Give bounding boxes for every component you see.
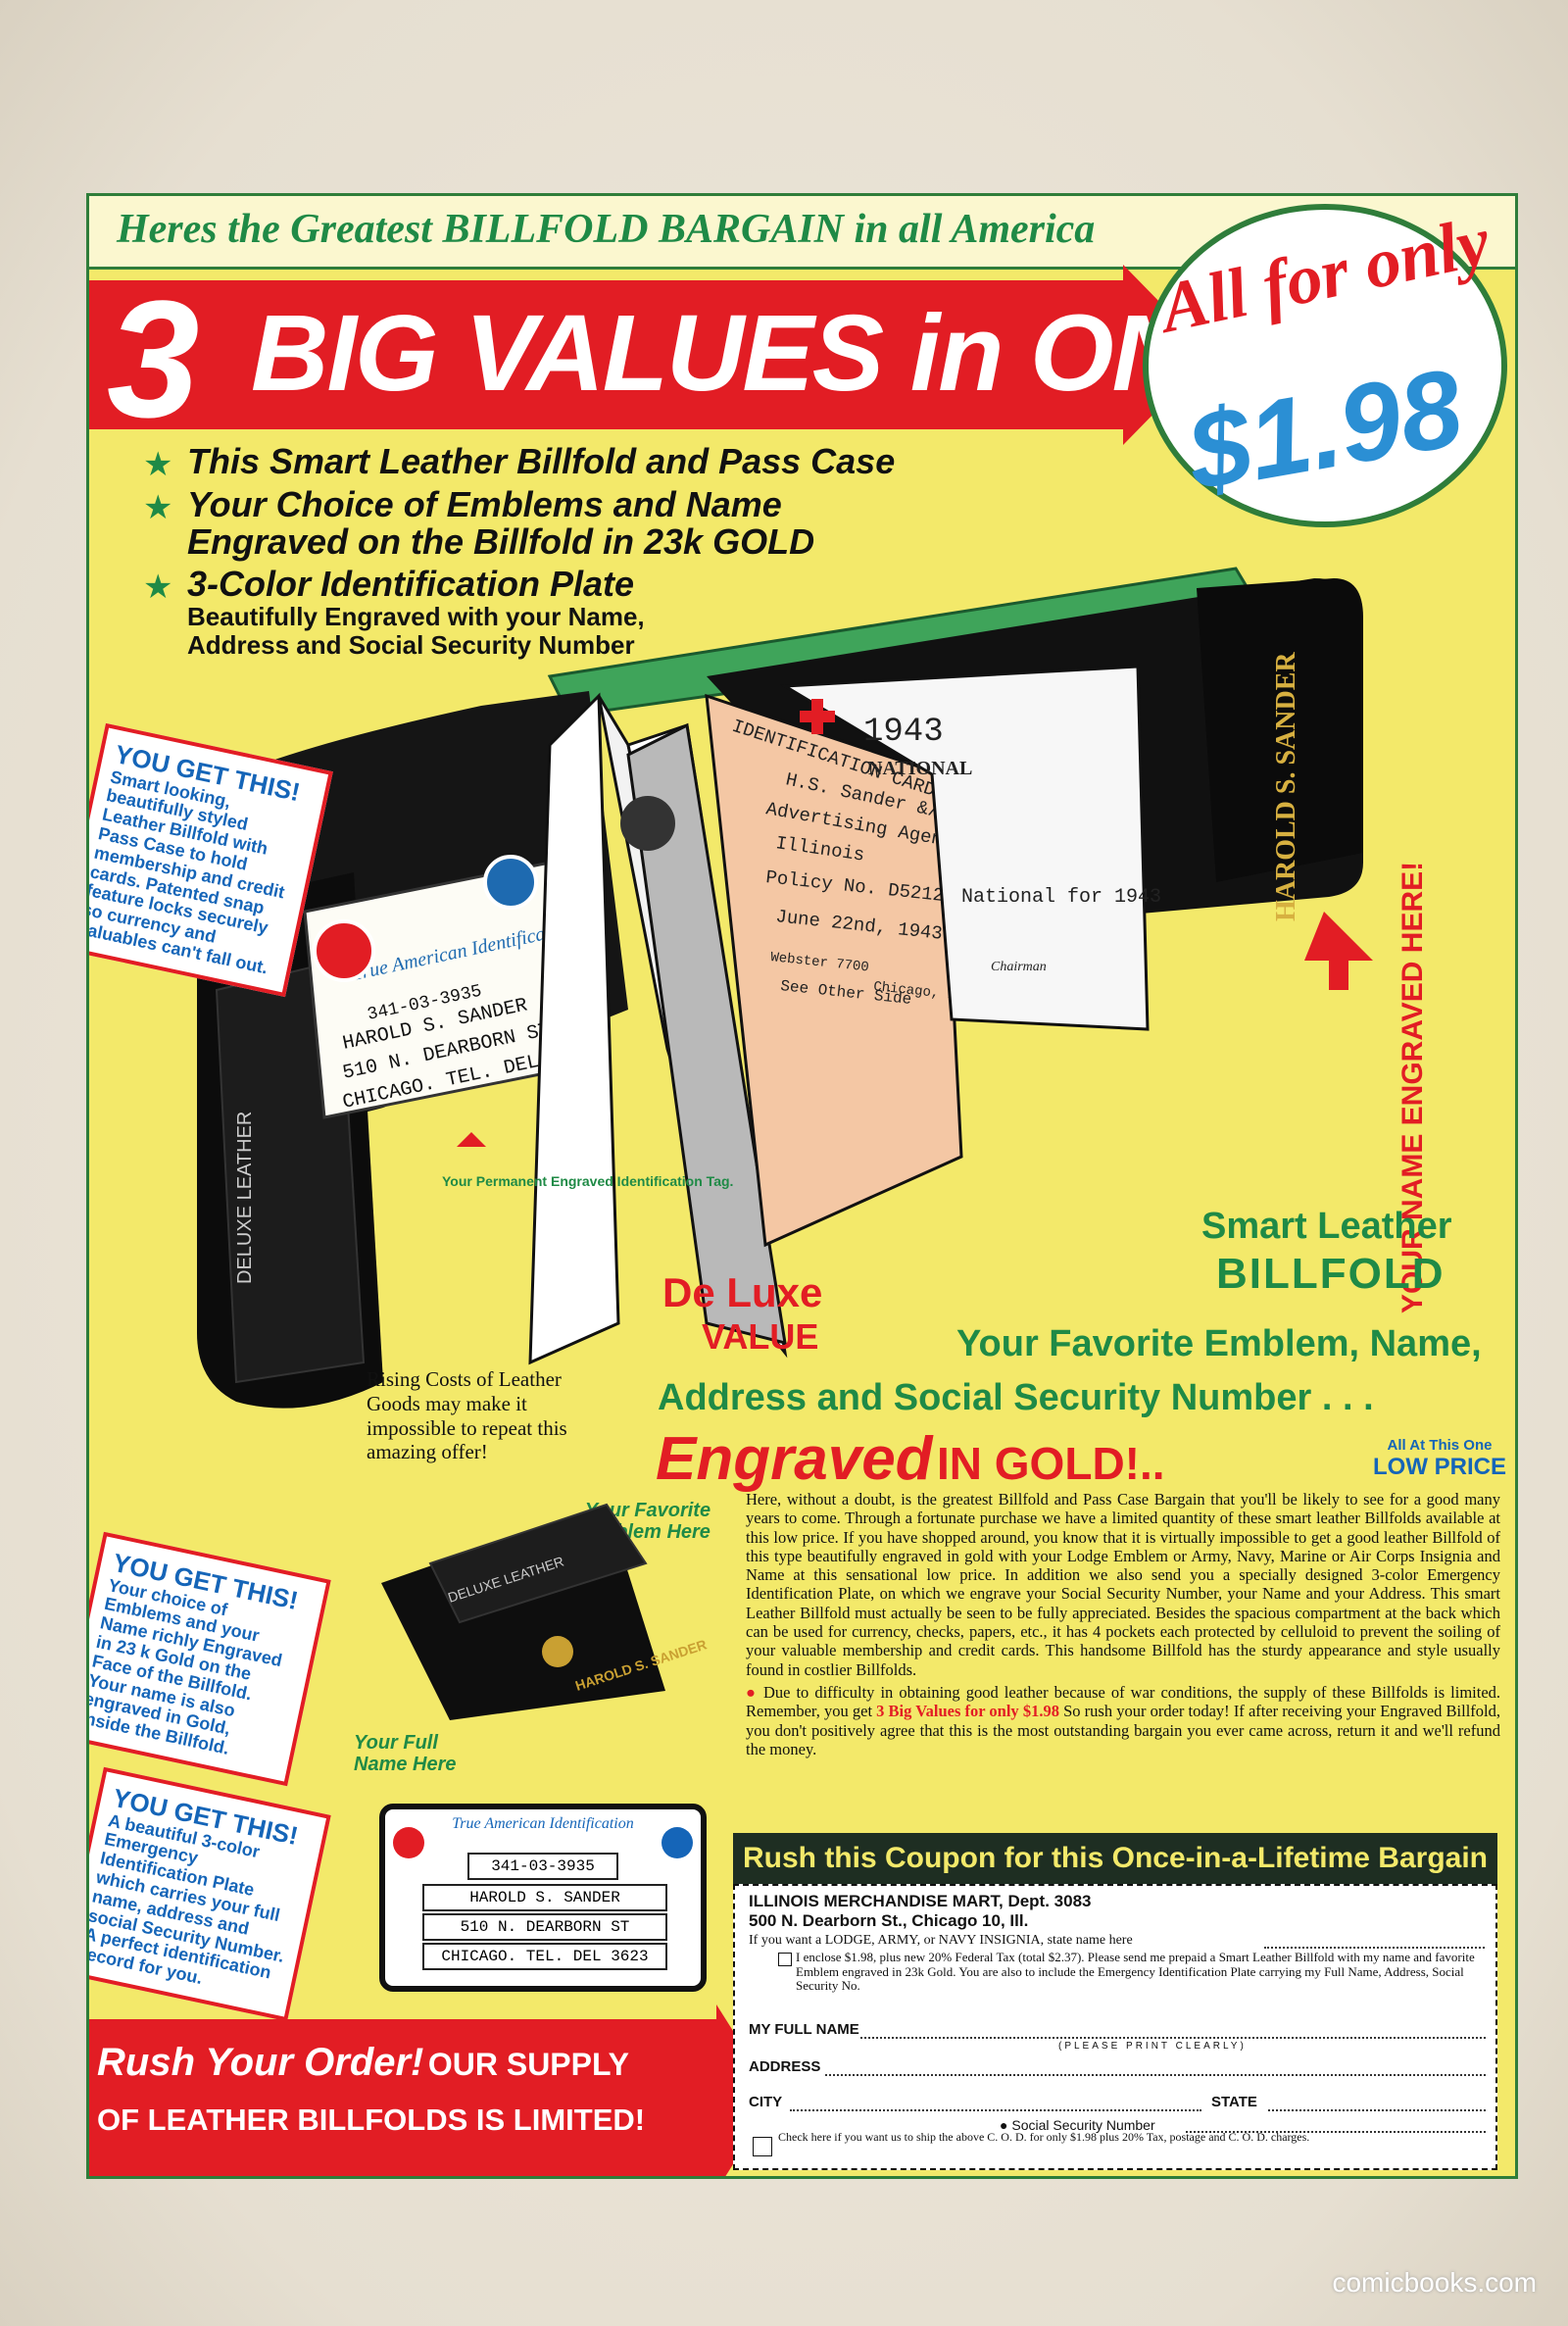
engraved-word: Engraved (656, 1425, 933, 1493)
smart-leather: Smart Leather (1201, 1206, 1452, 1247)
big-three: 3 (107, 267, 200, 453)
cod-checkbox[interactable] (753, 2137, 772, 2156)
big-values-headline: BIG VALUES in ONE (251, 293, 1259, 414)
value-word: VALUE (702, 1316, 819, 1357)
plate-seal-left-icon (393, 1827, 424, 1858)
coupon-header: Rush this Coupon for this Once-in-a-Life… (733, 1833, 1497, 1884)
sales-copy: Here, without a doubt, is the greatest B… (746, 1490, 1501, 1758)
rush-order-banner: Rush Your Order! OUR SUPPLY OF LEATHER B… (89, 2019, 716, 2176)
billfold-word: BILLFOLD (1216, 1250, 1446, 1298)
in-gold: IN GOLD!.. (937, 1438, 1165, 1489)
permanent-tag-label: Your Permanent Engraved Identification T… (442, 1173, 733, 1189)
address-input[interactable] (825, 2074, 1486, 2076)
billfold-advertisement: Heres the Greatest BILLFOLD BARGAIN in a… (86, 193, 1518, 2179)
list-item: ★ This Smart Leather Billfold and Pass C… (143, 441, 896, 483)
tagline: Heres the Greatest BILLFOLD BARGAIN in a… (117, 207, 1096, 252)
svg-text:1943: 1943 (863, 714, 944, 751)
full-name-here: Your Full Name Here (354, 1732, 457, 1775)
engraved-line: Engraved IN GOLD!.. (656, 1424, 1165, 1494)
deluxe-leather-label: DELUXE LEATHER (234, 1112, 256, 1284)
callout-plate: YOU GET THIS! A beautiful 3-color Emerge… (89, 1766, 331, 2022)
full-name-input[interactable] (860, 2037, 1486, 2039)
billfold-illustration: DELUXE LEATHER True American Identificat… (197, 567, 1429, 1409)
insignia-input[interactable] (1264, 1947, 1485, 1949)
svg-text:National for 1943: National for 1943 (961, 886, 1161, 909)
price-circle: All for only $1.98 (1143, 202, 1507, 527)
star-icon: ★ (143, 488, 173, 526)
svg-text:NATIONAL: NATIONAL (868, 758, 972, 779)
ssn-input[interactable] (1186, 2131, 1486, 2133)
order-coupon: ILLINOIS MERCHANDISE MART, Dept. 3083 50… (733, 1884, 1497, 2170)
enclose-checkbox[interactable] (778, 1953, 792, 1966)
star-icon: ★ (143, 446, 173, 483)
favorite-line-1: Your Favorite Emblem, Name, (956, 1323, 1482, 1364)
liberty-seal-icon (313, 919, 375, 982)
value-list: ★ This Smart Leather Billfold and Pass C… (143, 443, 1123, 665)
closed-billfold-illustration: DELUXE LEATHER HAROLD S. SANDER (381, 1503, 709, 1720)
star-icon: ★ (143, 569, 173, 607)
spine-name: HAROLD S. SANDER (1271, 652, 1301, 921)
low-price-note: All At This One LOW PRICE (1373, 1437, 1506, 1480)
arrow-up-icon (1304, 912, 1373, 990)
callout-emblems: YOU GET THIS! Your choice of Emblems and… (89, 1531, 331, 1787)
identification-plate: True American Identification 341-03-3935… (379, 1804, 707, 1992)
list-item: ★ 3-Color Identification Plate Beautiful… (143, 564, 645, 660)
your-name-engraved-label: YOUR NAME ENGRAVED HERE! (1396, 862, 1429, 1313)
deluxe: De Luxe (662, 1269, 823, 1315)
list-item: ★ Your Choice of Emblems and Name Engrav… (143, 483, 815, 562)
big-values-banner (89, 280, 1123, 429)
watermark: comicbooks.com (1332, 2267, 1537, 2298)
eagle-seal-icon (483, 855, 538, 910)
price: $1.98 (1179, 345, 1471, 515)
emblem-icon (542, 1636, 573, 1667)
favorite-line-2: Address and Social Security Number . . . (658, 1377, 1374, 1418)
portrait-photo (620, 796, 675, 851)
arrow-icon (457, 1132, 486, 1147)
plate-seal-right-icon (662, 1827, 693, 1858)
rising-costs-note: Rising Costs of Leather Goods may make i… (367, 1367, 567, 1464)
svg-text:Chairman: Chairman (991, 960, 1047, 974)
state-input[interactable] (1268, 2109, 1486, 2111)
city-input[interactable] (790, 2109, 1201, 2111)
